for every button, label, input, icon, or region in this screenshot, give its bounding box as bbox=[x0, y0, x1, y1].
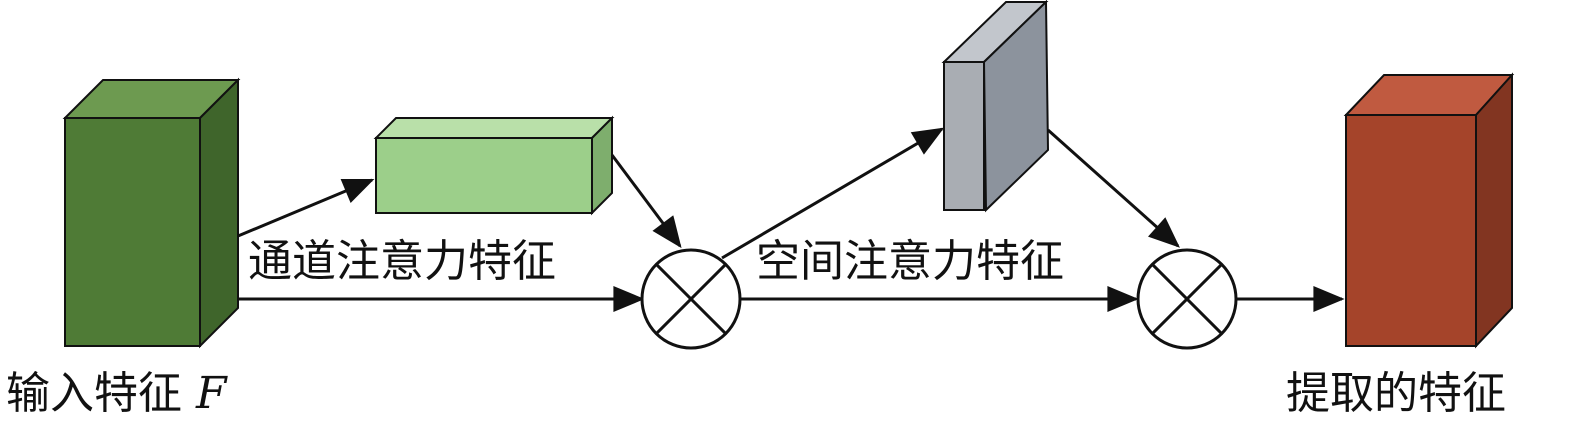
output-feature-label: 提取的特征 bbox=[1286, 368, 1506, 419]
input-feature-block bbox=[62, 77, 241, 349]
input-block-side bbox=[199, 77, 239, 349]
input-feature-label-text: 输入特征 bbox=[6, 368, 182, 419]
spatial-attention-label: 空间注意力特征 bbox=[756, 236, 1064, 287]
channel-attention-label: 通道注意力特征 bbox=[248, 236, 556, 287]
arrow-input-to-channel bbox=[237, 178, 375, 238]
output-block-front bbox=[1345, 114, 1477, 347]
multiply-icon bbox=[1136, 248, 1238, 350]
input-feature-symbol: F bbox=[196, 368, 227, 419]
output-block-side bbox=[1475, 72, 1513, 349]
arrow-spatial-to-multiply-2 bbox=[1047, 128, 1180, 248]
input-block-front bbox=[64, 117, 201, 347]
multiply-icon bbox=[640, 248, 742, 350]
channel-attention-block bbox=[373, 115, 615, 216]
channel-block-front bbox=[375, 137, 593, 214]
arrow-channel-to-multiply-1 bbox=[610, 154, 682, 249]
input-feature-label: 输入特征 F bbox=[6, 372, 227, 416]
spatial-block-front bbox=[943, 61, 985, 211]
arrow-multiply-1-to-spatial bbox=[721, 127, 945, 260]
spatial-block-side bbox=[982, 0, 1050, 213]
output-feature-block bbox=[1343, 72, 1515, 349]
channel-block-top bbox=[373, 117, 615, 139]
spatial-attention-block bbox=[941, 0, 1050, 213]
